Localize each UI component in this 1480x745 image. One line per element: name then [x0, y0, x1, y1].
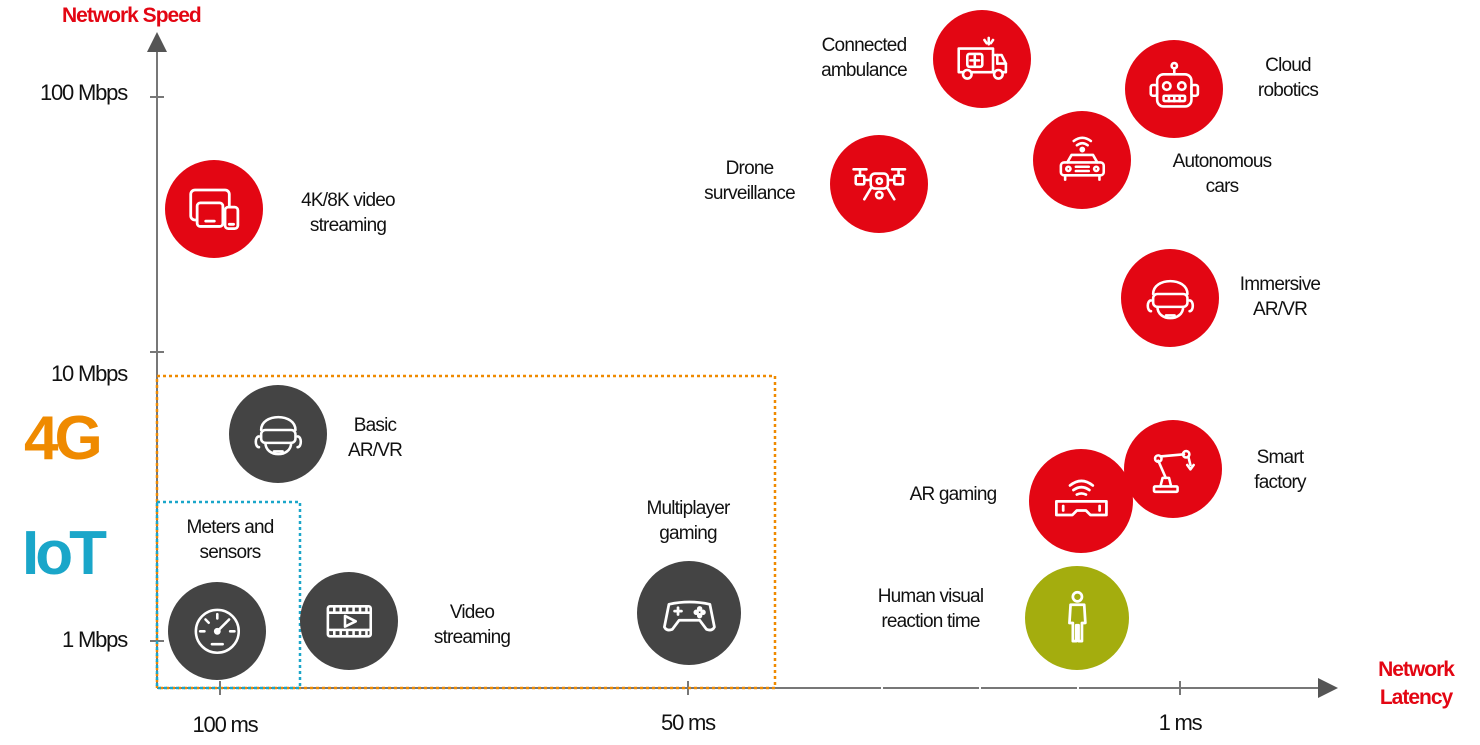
y-tick-label: 1 Mbps: [62, 627, 128, 652]
gamepad-icon: [637, 561, 741, 665]
ar-goggles-icon: [1029, 449, 1133, 553]
drone-icon: [830, 135, 928, 233]
multiplayer-label: Multiplayer gaming: [646, 498, 730, 544]
person-icon: [1025, 566, 1129, 670]
ambulance-icon: [933, 10, 1031, 108]
smart-factory-label: Smart factory: [1254, 447, 1306, 493]
4g-zone-box: [155, 374, 777, 690]
devices-icon: [165, 160, 263, 258]
x-tick-label: 50 ms: [661, 710, 716, 735]
vr-headset-icon: [229, 385, 327, 483]
y-axis-title: Network Speed: [62, 4, 202, 27]
y-tick-label: 100 Mbps: [39, 80, 128, 105]
meters-label: Meters and sensors: [186, 517, 274, 563]
x-axis-title-line: Latency: [1379, 686, 1453, 710]
human-reaction-label: Human visual reaction time: [877, 586, 984, 632]
4g-label: 4G: [24, 404, 103, 473]
x-tick-label: 100 ms: [192, 712, 259, 737]
iot-zone-box: [155, 500, 302, 690]
ambulance-label: Connected ambulance: [821, 35, 908, 81]
car-icon: [1033, 111, 1131, 209]
x-tick-label: 1 ms: [1158, 710, 1203, 735]
drone-label: Drone surveillance: [704, 158, 796, 204]
y-tick-label: 10 Mbps: [51, 361, 128, 386]
x-axis-title-line: Network: [1378, 658, 1455, 681]
robot-icon: [1125, 40, 1223, 138]
robot-arm-icon: [1124, 420, 1222, 518]
film-icon: [300, 572, 398, 670]
iot-label: IoT: [22, 519, 107, 588]
immersive-label: Immersive AR/VR: [1239, 274, 1321, 320]
vr-headset-icon: [1121, 249, 1219, 347]
autonomous-label: Autonomous cars: [1172, 151, 1272, 197]
x-axis-title: Network Latency: [1357, 656, 1475, 713]
ar-gaming-label: AR gaming: [909, 484, 998, 505]
cloud-robotics-label: Cloud robotics: [1257, 55, 1319, 101]
basic-arvr-label: Basic AR/VR: [347, 415, 403, 461]
gauge-icon: [168, 582, 266, 680]
video-4k-label: 4K/8K video streaming: [301, 190, 395, 236]
video-streaming-label: Video streaming: [433, 602, 511, 648]
